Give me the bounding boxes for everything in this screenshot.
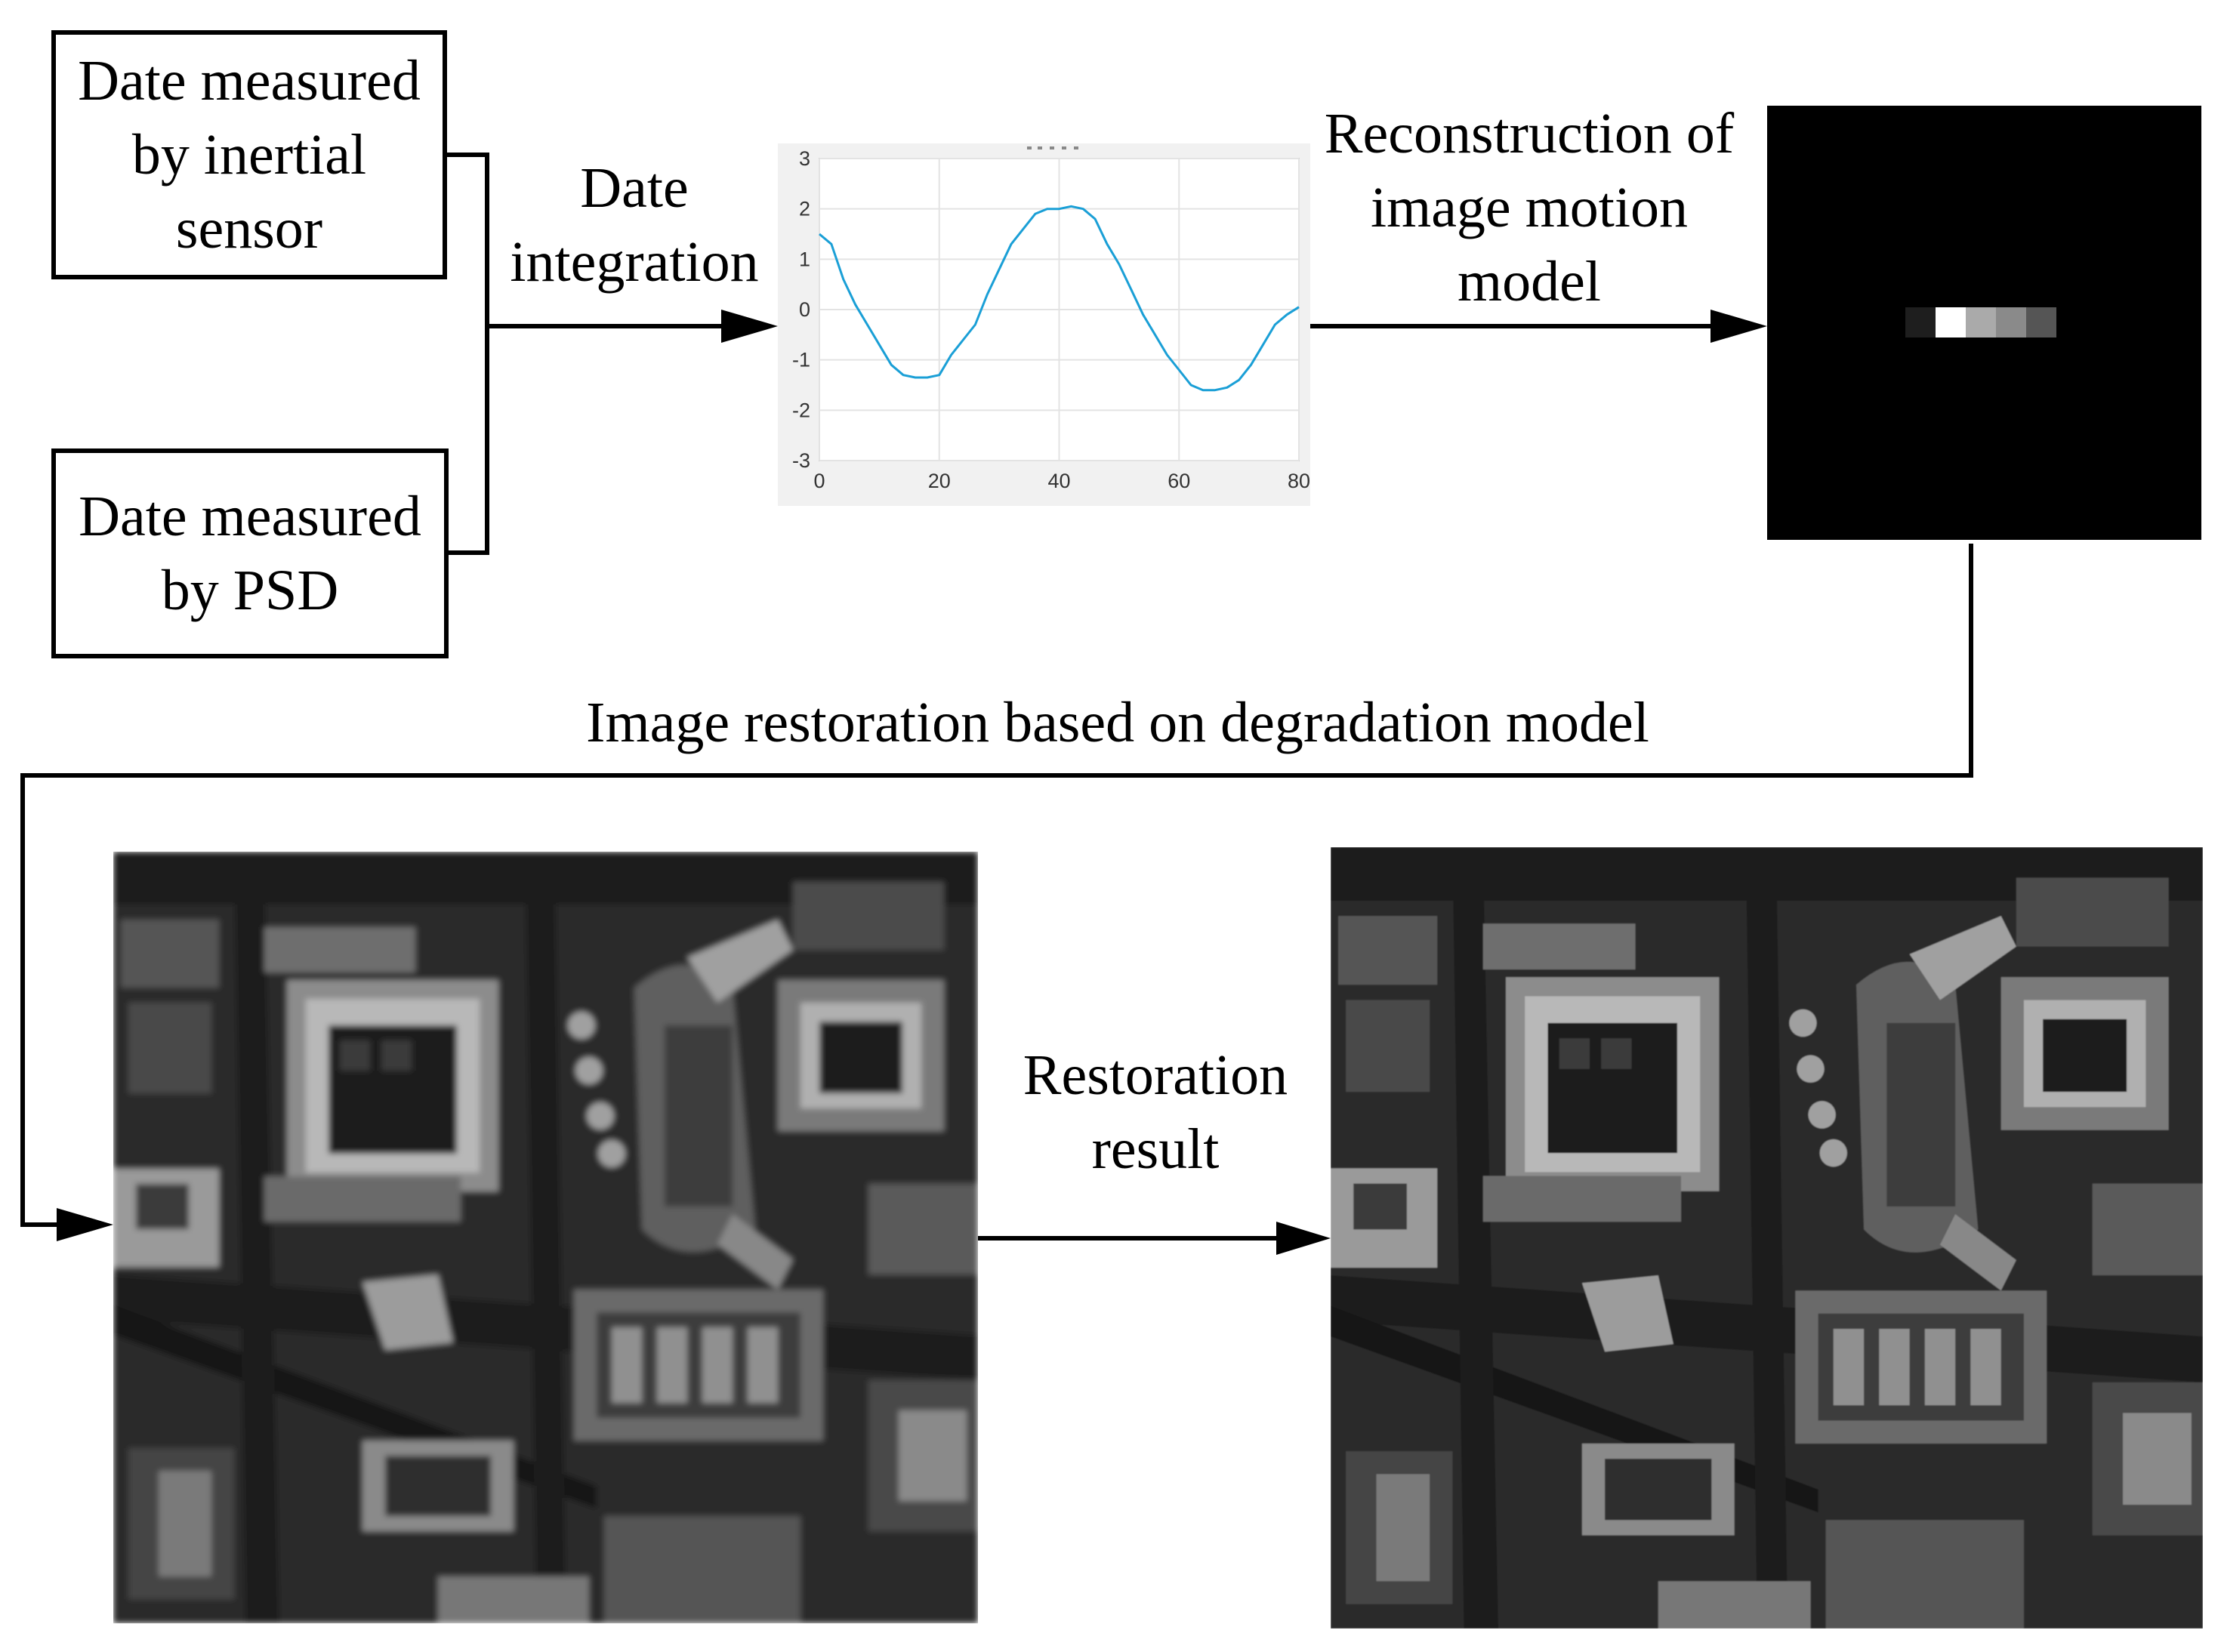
chart-y-tick-label: 0: [799, 298, 810, 321]
chart-title-remnant: [1027, 146, 1078, 149]
chart-arrowhead: [721, 310, 778, 343]
chart-y-tick-label: -3: [792, 449, 810, 472]
chart-ticks: 0 20 40 60 80 3 2 1 0 -1 -2 -3: [792, 147, 1310, 492]
merge-connector: [447, 153, 489, 555]
chart-series-line-0: [819, 205, 1300, 392]
chart-series: [819, 205, 1300, 392]
psf-kernel-cells: [1905, 307, 2056, 337]
inertial-sensor-box: Date measured by inertial sensor: [51, 30, 447, 279]
psf-kernel-cell: [1936, 307, 1966, 337]
psf-kernel-cell: [1905, 307, 1936, 337]
chart-x-tick-label: 0: [813, 470, 825, 492]
kernel-arrowhead: [1710, 310, 1767, 343]
chart-x-tick-label: 80: [1288, 470, 1310, 492]
psd-box: Date measured by PSD: [51, 448, 449, 658]
chart-y-tick-label: 1: [799, 248, 810, 270]
chart-x-tick-label: 40: [1047, 470, 1070, 492]
blurred-aerial-image: [113, 852, 978, 1623]
psd-label: Date measured by PSD: [79, 485, 421, 622]
psf-kernel-image: [1767, 106, 2201, 540]
psf-kernel-cell: [1996, 307, 2026, 337]
chart-y-tick-label: -2: [792, 399, 810, 421]
reconstruction-label: Reconstruction of image motion model: [1324, 102, 1735, 313]
integration-label: Date integration: [510, 156, 759, 294]
restoration-result-label: Restoration result: [1023, 1043, 1288, 1181]
blurred-image-arrowhead: [57, 1208, 113, 1241]
chart-y-tick-label: 3: [799, 147, 810, 170]
chart-x-tick-label: 60: [1168, 470, 1190, 492]
result-arrowhead: [1276, 1222, 1331, 1255]
inertial-sensor-label: Date measured by inertial sensor: [78, 49, 421, 260]
psf-kernel-cell: [1966, 307, 1996, 337]
psf-kernel-cell: [2026, 307, 2056, 337]
chart-y-tick-label: -1: [792, 349, 810, 371]
chart-grid: [819, 158, 1300, 461]
restoration-model-label: Image restoration based on degradation m…: [586, 691, 1649, 754]
restored-aerial-image: [1331, 847, 2203, 1629]
restoration-path: [20, 544, 1973, 1227]
chart-x-tick-label: 20: [928, 470, 951, 492]
chart-y-tick-label: 2: [799, 198, 810, 220]
motion-chart: 0 20 40 60 80 3 2 1 0 -1 -2 -3: [778, 143, 1310, 506]
